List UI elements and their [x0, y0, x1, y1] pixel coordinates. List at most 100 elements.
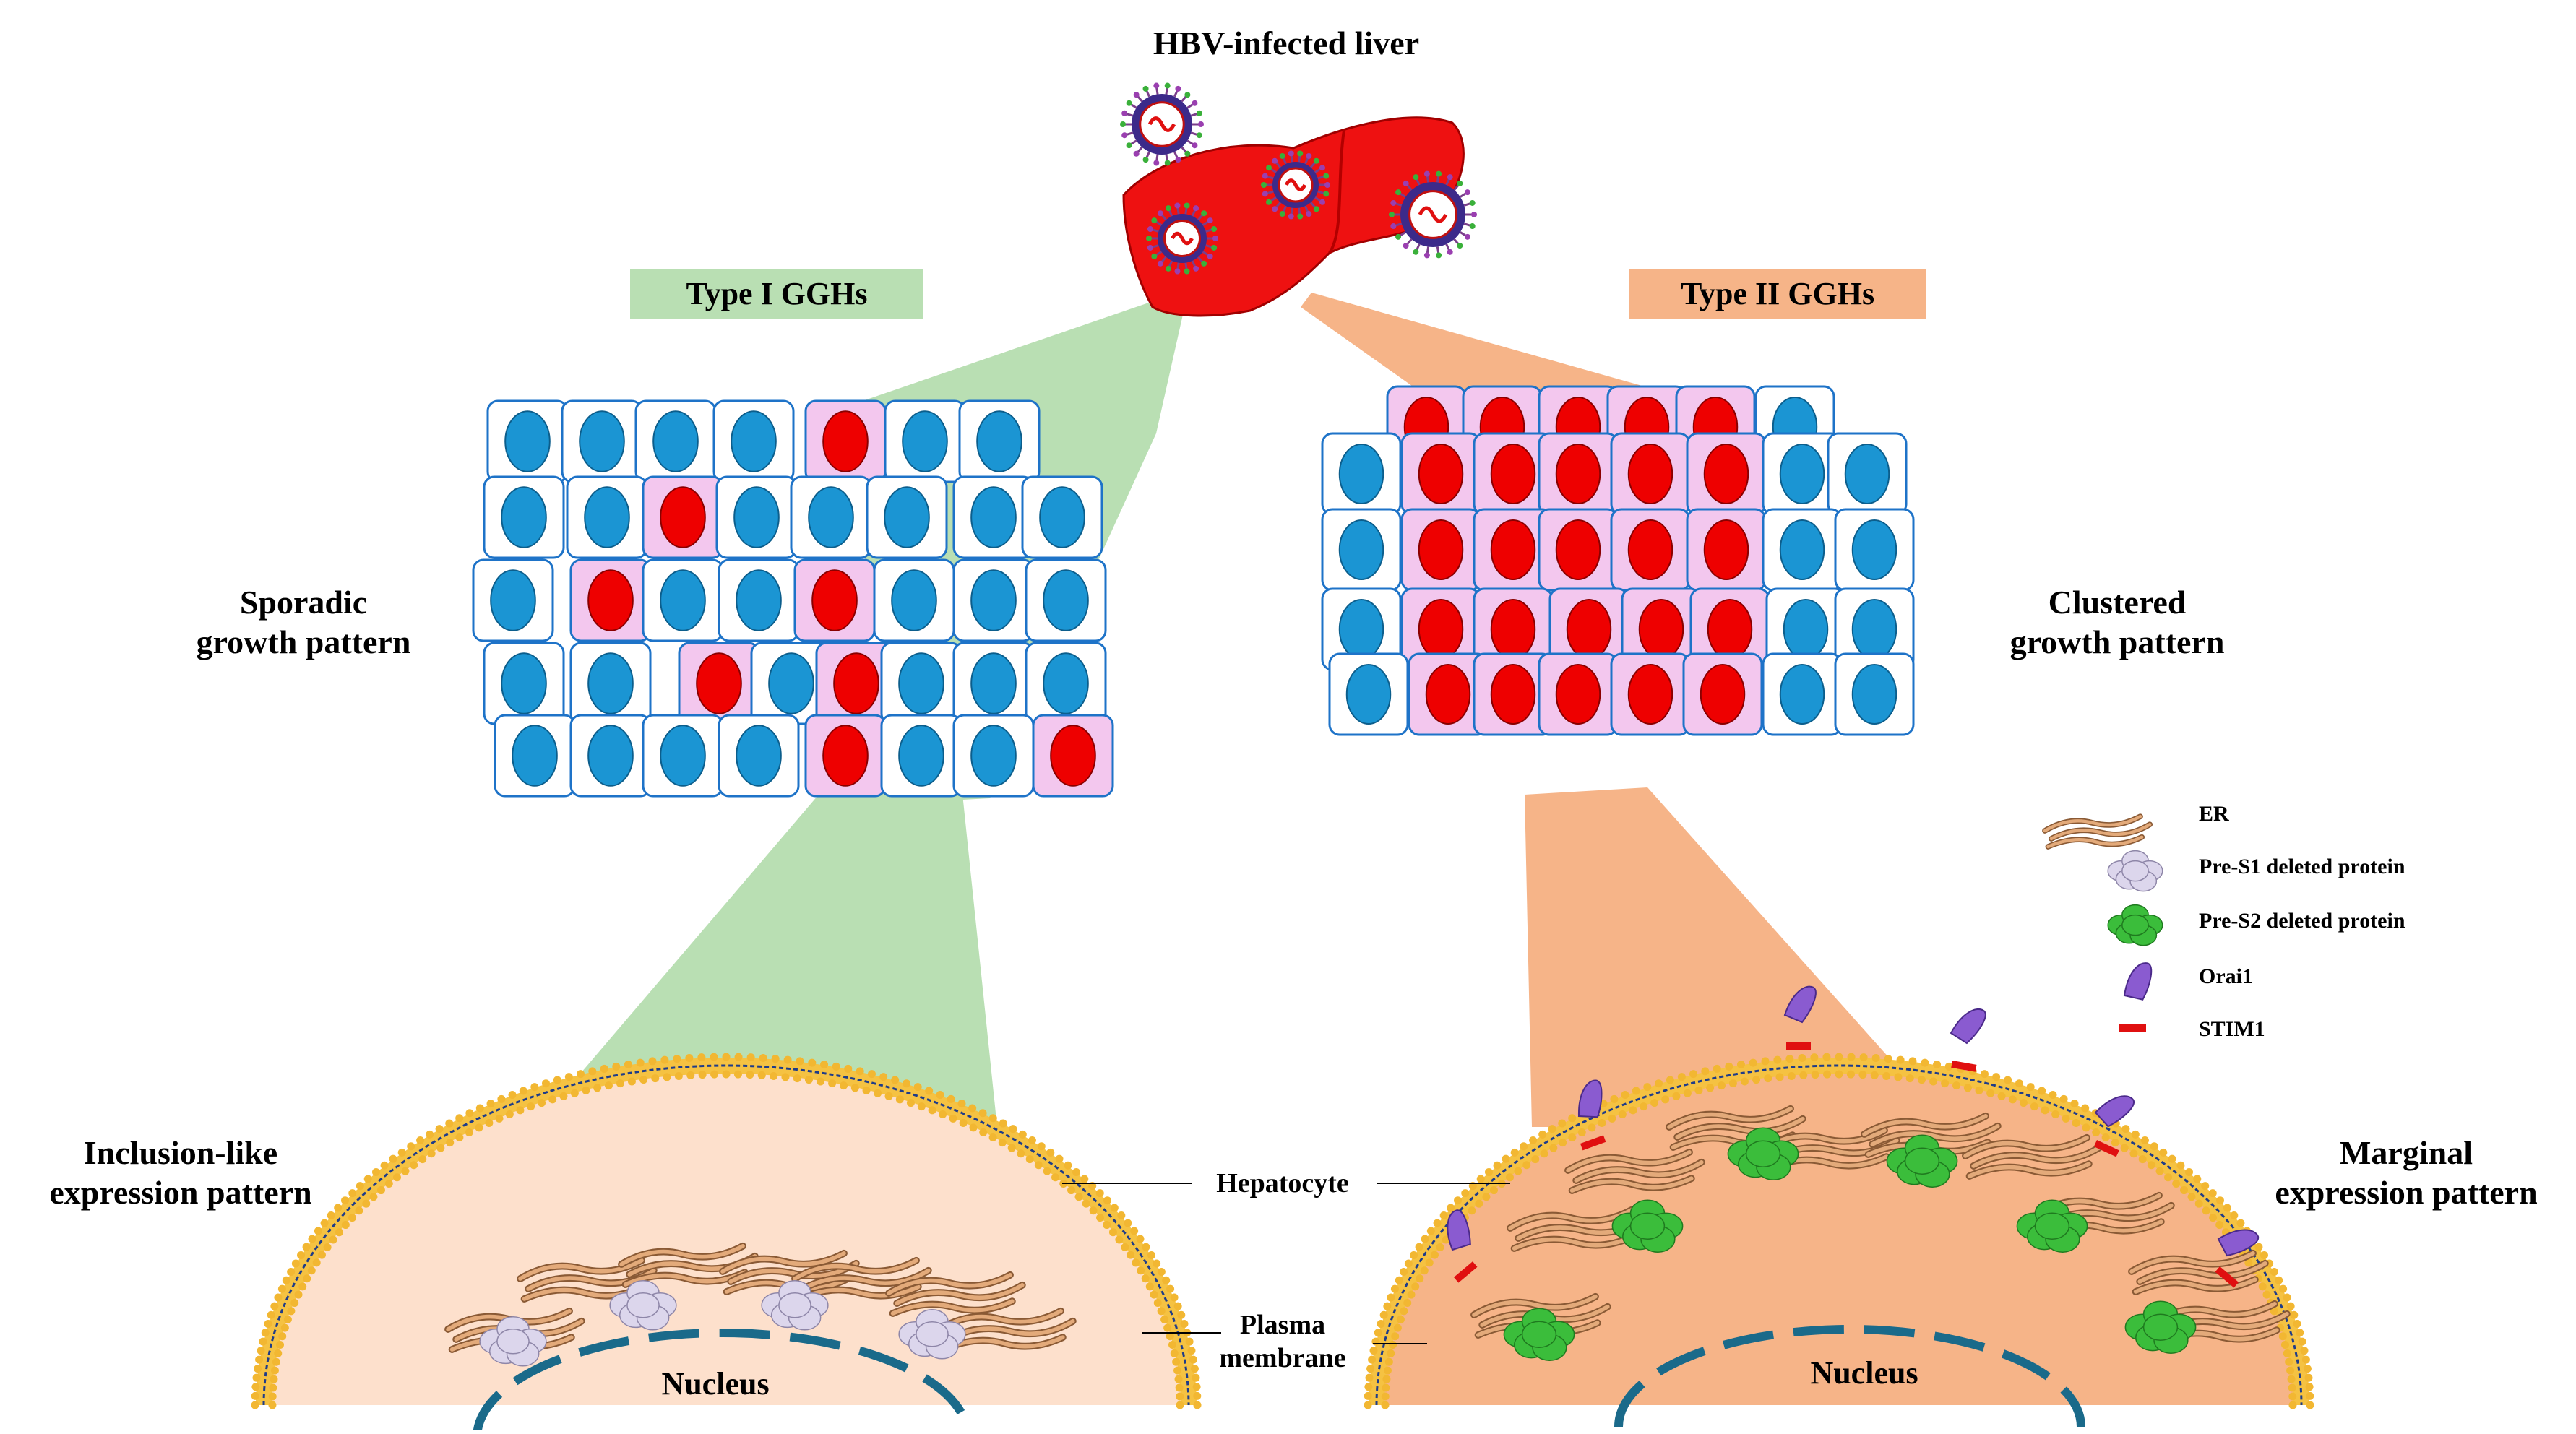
right-hepatocyte-membrane-core — [1375, 1064, 2303, 1406]
ggh-cell — [1686, 432, 1767, 516]
membrane-bead — [1382, 1383, 1390, 1392]
er-icon — [936, 1307, 1077, 1353]
membrane-bead — [2121, 1125, 2130, 1133]
virus-spike-tip — [1262, 173, 1268, 179]
membrane-bead — [939, 1110, 947, 1119]
membrane-bead — [1426, 1227, 1435, 1235]
cell-nucleus — [1043, 569, 1089, 631]
membrane-bead — [570, 1089, 579, 1097]
normal-cell — [952, 714, 1035, 798]
cell-nucleus — [1050, 725, 1096, 787]
membrane-bead — [1018, 1130, 1027, 1139]
membrane-bead — [2262, 1290, 2271, 1299]
ggh-cell — [1548, 587, 1629, 671]
membrane-bead — [1439, 1211, 1448, 1219]
cell-nucleus — [1425, 663, 1471, 725]
normal-cell — [880, 642, 962, 725]
membrane-bead — [710, 1070, 719, 1079]
membrane-bead — [252, 1373, 261, 1382]
membrane-bead — [1629, 1106, 1637, 1115]
membrane-bead — [722, 1053, 731, 1061]
membrane-bead — [1610, 1094, 1619, 1103]
membrane-bead — [796, 1057, 804, 1066]
membrane-bead — [2082, 1123, 2090, 1132]
membrane-bead — [1884, 1055, 1892, 1063]
inclusion-line1: Inclusion-like — [83, 1134, 278, 1171]
type2-label: Type II GGHs — [1629, 269, 1926, 319]
er-strand — [1761, 1128, 1887, 1151]
membrane-bead — [969, 1123, 978, 1132]
virus-spike-tip — [1196, 132, 1202, 139]
membrane-bead — [1430, 1251, 1439, 1259]
membrane-bead — [1905, 1074, 1914, 1083]
cell-nucleus — [970, 486, 1017, 548]
membrane-bead — [329, 1235, 337, 1244]
plasma-line1: Plasma — [1239, 1310, 1326, 1340]
membrane-bead — [508, 1091, 517, 1100]
membrane-bead — [1835, 1053, 1843, 1061]
membrane-bead — [1192, 1383, 1201, 1391]
membrane-bead — [582, 1086, 590, 1094]
hepatocyte-label: Hepatocyte — [1216, 1168, 1349, 1198]
membrane-bead — [1108, 1228, 1117, 1237]
left-hepatocyte-cytoplasm — [264, 1066, 1189, 1405]
er-icon — [1962, 1133, 2103, 1180]
membrane-bead — [1117, 1211, 1126, 1219]
normal-cell — [1827, 432, 1908, 516]
membrane-bead — [530, 1083, 539, 1092]
virus-spike-tip — [1153, 160, 1160, 166]
membrane-bead — [1941, 1079, 1950, 1088]
right-cell-grid — [1321, 385, 1915, 736]
membrane-bead — [553, 1076, 561, 1084]
membrane-bead — [564, 1073, 573, 1081]
membrane-bead — [1180, 1319, 1189, 1328]
membrane-bead — [274, 1293, 283, 1302]
membrane-bead — [348, 1189, 357, 1198]
cell-nucleus — [1490, 598, 1536, 660]
normal-cell — [884, 399, 966, 483]
membrane-bead — [1522, 1161, 1531, 1170]
cell-nucleus — [579, 410, 625, 472]
cell-nucleus — [1555, 663, 1601, 725]
membrane-bead — [2015, 1079, 2024, 1088]
er-strand — [937, 1309, 1063, 1331]
membrane-bead — [1598, 1118, 1606, 1127]
normal-cell — [1021, 475, 1103, 559]
membrane-bead — [1153, 1298, 1162, 1307]
membrane-bead — [1366, 1365, 1375, 1373]
normal-cell — [569, 714, 652, 798]
virus-genome — [1284, 178, 1307, 191]
stim1-icon — [1580, 1135, 1606, 1151]
cell-nucleus — [512, 725, 558, 787]
membrane-bead — [1387, 1349, 1395, 1357]
er-strand — [895, 1283, 1025, 1305]
cell-nucleus — [902, 410, 948, 472]
membrane-bead — [1187, 1347, 1196, 1355]
legend-pres1-label: Pre-S1 deleted protein — [2199, 855, 2405, 878]
normal-cell — [561, 399, 643, 483]
pre-s2-icon — [1727, 1127, 1799, 1180]
er-strand — [1963, 1136, 2089, 1158]
virus-spike-tip — [1457, 180, 1463, 186]
er-strand — [1508, 1208, 1634, 1230]
membrane-bead — [759, 1053, 767, 1062]
membrane-bead — [1096, 1214, 1105, 1222]
er-icon — [885, 1271, 1026, 1317]
er-strand — [2137, 1261, 2267, 1284]
membrane-bead — [2223, 1204, 2231, 1212]
membrane-bead — [2072, 1118, 2080, 1127]
virus-icon — [1120, 82, 1204, 166]
membrane-bead — [1141, 1274, 1150, 1283]
cell-nucleus — [696, 652, 742, 714]
normal-cell — [494, 714, 576, 798]
cell-nucleus — [1851, 663, 1897, 725]
er-strand — [890, 1299, 1015, 1316]
cell-nucleus — [1490, 663, 1536, 725]
cell-nucleus — [1707, 598, 1753, 660]
membrane-bead — [277, 1284, 286, 1293]
membrane-bead — [949, 1114, 957, 1123]
membrane-bead — [2008, 1095, 2017, 1104]
membrane-bead — [1908, 1057, 1917, 1066]
membrane-bead — [959, 1118, 968, 1127]
membrane-bead — [2215, 1221, 2224, 1230]
